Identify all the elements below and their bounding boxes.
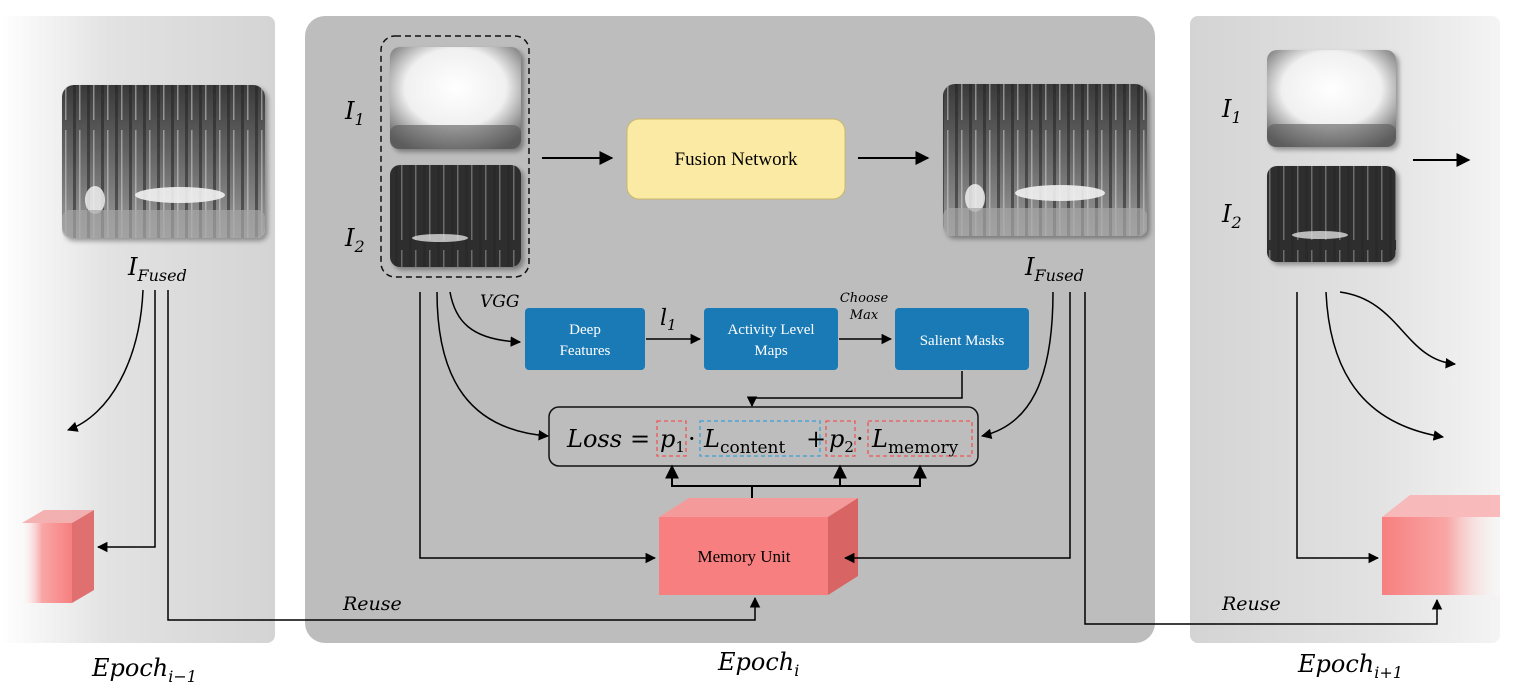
fused-label: IFused xyxy=(1024,253,1084,285)
label-i1: I1 xyxy=(344,97,365,129)
prev-memory-unit xyxy=(22,510,94,603)
next-memory-unit xyxy=(1382,495,1500,595)
reuse-label-next: Reuse xyxy=(1221,593,1281,615)
prev-epoch-label: Epochi−1 xyxy=(91,654,197,686)
arrow-input-to-memory xyxy=(419,292,657,564)
memory-unit-label: Memory Unit xyxy=(697,547,790,566)
prev-reuse-line xyxy=(167,290,761,621)
arrow-masks-to-loss xyxy=(746,371,963,408)
next-arrow-curve-2 xyxy=(1325,291,1445,441)
next-epoch-label: Epochi+1 xyxy=(1297,650,1403,682)
fused-image xyxy=(943,84,1147,236)
input-image-1 xyxy=(390,47,521,149)
reuse-label-center: Reuse xyxy=(342,593,402,615)
next-input-image-2 xyxy=(1267,166,1396,262)
deep-features-label-1: Deep xyxy=(569,322,601,338)
arrow-fused-to-memory xyxy=(843,292,1071,564)
p2-dashbox xyxy=(825,420,856,457)
next-label-i1: I1 xyxy=(1221,95,1242,127)
memory-unit-cube xyxy=(659,498,858,595)
activity-level-label-2: Maps xyxy=(754,343,787,359)
loss-equation: Loss = p1 · Lcontent + p2 · Lmemory xyxy=(566,425,959,459)
l1-label: l1 xyxy=(660,306,677,334)
input-group-box xyxy=(380,35,530,278)
salient-masks-label: Salient Masks xyxy=(920,333,1005,349)
next-input-image-1 xyxy=(1267,50,1396,147)
salient-masks-box xyxy=(895,308,1029,370)
p1-dashbox xyxy=(656,420,687,457)
loss-box xyxy=(548,406,979,467)
prev-arrow-memory xyxy=(96,290,156,553)
arrow-fused-to-loss xyxy=(980,291,1054,439)
next-arrow-memory xyxy=(1296,292,1380,564)
prev-arrow-curve xyxy=(67,289,144,432)
vgg-arrow xyxy=(449,291,522,347)
content-dashbox xyxy=(699,420,821,457)
prev-fused-image xyxy=(62,85,265,238)
reuse-line-next xyxy=(1084,292,1443,625)
vgg-label: VGG xyxy=(480,292,519,312)
fusion-network-box xyxy=(626,118,846,200)
next-label-i2: I2 xyxy=(1221,200,1242,232)
choose-label: Choose xyxy=(840,291,889,306)
deep-features-box xyxy=(525,308,645,370)
next-arrow-curve-1 xyxy=(1339,291,1457,369)
activity-level-box xyxy=(704,308,838,370)
arrow-input-to-loss xyxy=(436,291,550,441)
activity-level-label-1: Activity Level xyxy=(727,322,814,338)
prev-fused-label: IFused xyxy=(127,253,187,285)
label-i2: I2 xyxy=(344,224,365,256)
max-label: Max xyxy=(849,308,879,323)
memory-dashbox xyxy=(867,420,973,457)
curr-epoch-label: Epochi xyxy=(717,648,799,680)
input-image-2 xyxy=(390,165,521,267)
panel-next-epoch xyxy=(1190,16,1500,643)
fusion-network-label: Fusion Network xyxy=(675,149,798,170)
deep-features-label-2: Features xyxy=(560,343,611,359)
